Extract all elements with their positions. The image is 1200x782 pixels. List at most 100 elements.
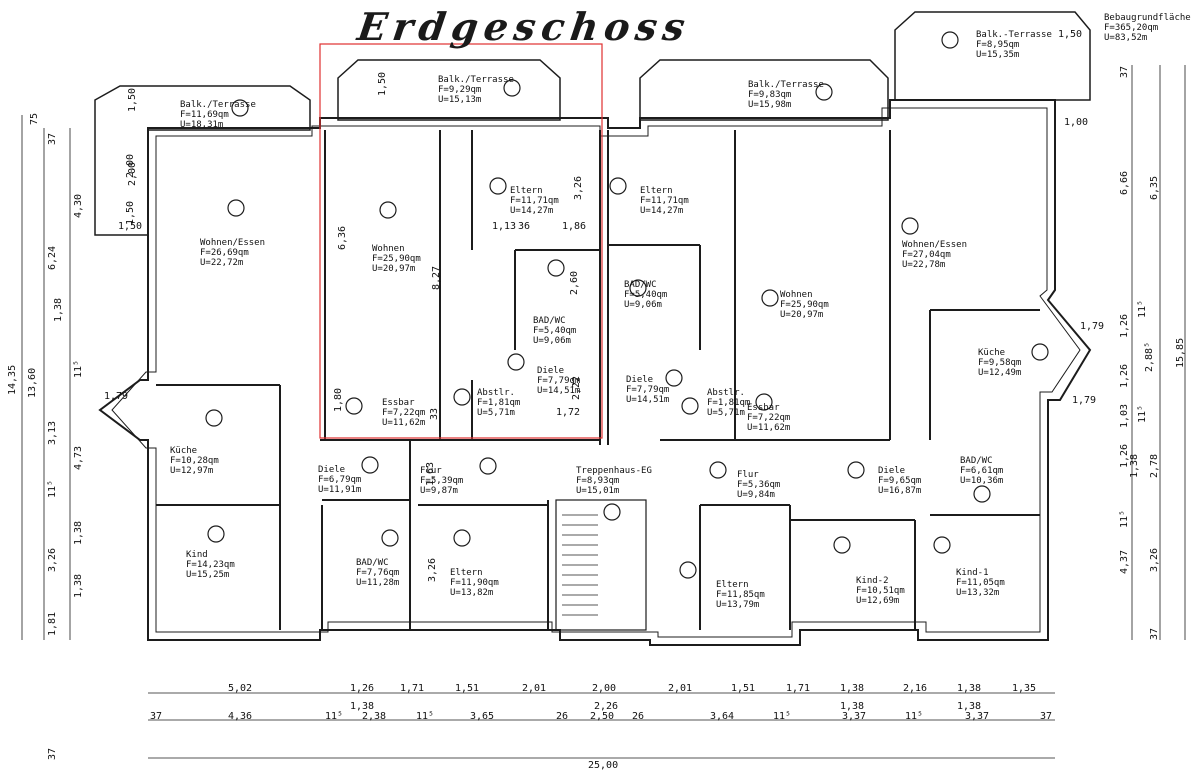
dimension-label: 1,51 [455,683,480,694]
dimension-label: 3,37 [965,711,990,722]
outer-wall [98,99,1092,646]
room-perimeter: U=15,98m [748,100,792,110]
room-area: F=7,22qm [382,408,426,418]
room-name: Abstlr. [707,388,745,398]
room-perimeter: U=9,06m [533,336,571,346]
room-area: F=9,65qm [878,476,922,486]
dimension-label: 1,35 [1012,683,1037,694]
room-name: Eltern [640,186,673,196]
dimension-label: 15,85 [1175,337,1186,368]
dimension-label: 2,01 [522,683,547,694]
dimension-label: 37 [150,711,163,722]
room-name: Diele [878,466,906,476]
room-perimeter: U=15,13m [438,95,482,105]
room-name: Balk./Terrasse [438,75,514,85]
dimension-label: 2,88⁵ [1144,341,1155,372]
dimension-label: 3,26 [47,547,58,572]
room-perimeter: U=13,32m [956,588,1000,598]
room-perimeter: U=11,62m [747,423,791,433]
room-area: F=7,22qm [747,413,791,423]
ceiling-light-icon [973,485,991,503]
dimension-label: 4,36 [228,711,253,722]
room-name: Wohnen [780,290,813,300]
room-name: Diele [537,366,565,376]
room-name: Balk.-Terrasse [976,30,1052,40]
dimension-label: 6,36 [337,225,348,250]
dimension-label: 1,50 [127,87,138,112]
balcony-center-1 [337,59,561,121]
ceiling-light-icon [453,388,471,406]
dimension-label: 1,38 [73,573,84,598]
room-name: BAD/WC [533,316,566,326]
ceiling-light-icon [361,456,379,474]
page-title: Erdgeschoss [354,4,694,49]
ceiling-light-icon [379,201,397,219]
room-area: F=9,58qm [978,358,1022,368]
room-name: Wohnen/Essen [902,240,968,250]
ceiling-light-icon [547,259,565,277]
dimension-label: 3,26 [1149,547,1160,572]
room-perimeter: U=15,01m [576,486,620,496]
room-area: F=7,76qm [356,568,400,578]
dimension-label: 1,38 [957,701,982,712]
ceiling-light-icon [345,397,363,415]
room-perimeter: U=12,97m [170,466,214,476]
dimension-label: 1,71 [400,683,425,694]
room-perimeter: U=14,27m [510,206,554,216]
dimension-label: 1,03 [1119,403,1130,428]
room-area: F=1,81qm [477,398,521,408]
room-area: F=5,39qm [420,476,464,486]
room-perimeter: U=11,28m [356,578,400,588]
dimension-label: 11⁵ [1137,404,1148,423]
dimension-label: 26 [556,711,569,722]
dimension-label: 2,38 [362,711,387,722]
room-perimeter: U=11,62m [382,418,426,428]
room-area: F=11,05qm [956,578,1005,588]
ceiling-light-icon [1031,343,1049,361]
dimension-label: 1,38 [840,701,865,712]
room-name: Küche [978,348,1006,358]
room-name: Flur [737,470,759,480]
dimension-label: 26 [632,711,645,722]
dimension-label: 1,79 [1072,395,1097,406]
room-perimeter: U=22,78m [902,260,946,270]
dimension-label: 1,38 [957,683,982,694]
dimension-label: 1,26 [350,683,375,694]
balcony-right [894,11,1091,101]
room-perimeter: U=20,97m [372,264,416,274]
room-area: F=14,23qm [186,560,235,570]
room-name: Essbar [382,398,415,408]
room-perimeter: U=13,82m [450,588,494,598]
room-perimeter: U=10,36m [960,476,1004,486]
room-name: Wohnen [372,244,405,254]
dimension-label: 36 [518,221,531,232]
ceiling-light-icon [381,529,399,547]
room-name: Eltern [510,186,543,196]
room-area: F=7,79qm [626,385,670,395]
room-name: Diele [626,375,654,385]
room-perimeter: U=14,27m [640,206,684,216]
dimension-label: 1,86 [562,221,587,232]
room-area: F=25,90qm [780,300,829,310]
ceiling-light-icon [489,177,507,195]
dimension-label: 1,38 [73,520,84,545]
dimension-label: 1,13 [492,221,517,232]
dimension-label: 75 [29,112,40,125]
dimension-label: 3,26 [573,175,584,200]
ceiling-light-icon [833,536,851,554]
room-area: F=10,28qm [170,456,219,466]
